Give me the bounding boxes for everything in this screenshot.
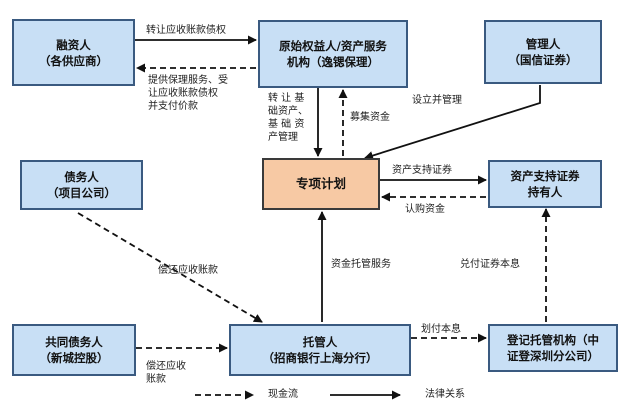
node-custodian: 托管人 （招商银行上海分行） [229, 324, 411, 376]
node-originator-line1: 原始权益人/资产服务 [279, 39, 387, 53]
label-factoring-line1: 提供保理服务、受 [148, 75, 228, 86]
label-transfer-assets-line4: 产管理 [268, 132, 298, 143]
label-transfer-assets-line2: 础资产、 [268, 106, 308, 117]
label-factoring-line3: 并支付价款 [148, 101, 198, 112]
node-registrar-line1: 登记托管机构（中 [507, 333, 599, 347]
node-spv-label: 专项计划 [295, 176, 346, 191]
node-originator-line2: 机构（逸锶保理） [287, 55, 379, 69]
arrow-repay-receivables [77, 212, 263, 323]
label-co-repay-line1: 偿还应收 [146, 361, 186, 372]
node-holder-line1: 资产支持证券 [510, 169, 580, 183]
node-debtor-line1: 债务人 [64, 170, 99, 184]
node-custodian-line2: （招商银行上海分行） [262, 351, 378, 365]
node-debtor: 债务人 （项目公司） [20, 160, 143, 210]
label-transfer-receivables: 转让应收账款债权 [146, 25, 226, 36]
label-transfer-assets-line1: 转 让 基 [268, 93, 305, 104]
label-transfer-assets-line3: 基 础 资 [268, 119, 305, 130]
label-abs-issue: 资产支持证券 [392, 165, 452, 176]
node-co-debtor-line2: （新城控股） [39, 351, 109, 365]
node-debtor-line2: （项目公司） [47, 186, 116, 200]
label-co-repay-line2: 账款 [146, 374, 166, 385]
label-repay-receivables: 偿还应收账款 [158, 265, 218, 276]
node-holder-line2: 持有人 [527, 185, 563, 199]
label-establish-manage: 设立并管理 [412, 95, 462, 106]
node-co-debtor-line1: 共同债务人 [45, 335, 103, 349]
arrow-establish-manage [364, 85, 541, 160]
node-registrar-line2: 证登深圳分公司） [507, 349, 599, 363]
label-subscribe: 认购资金 [405, 204, 445, 215]
node-co-debtor: 共同债务人 （新城控股） [12, 324, 136, 376]
label-factoring-service: 提供保理服务、受 让应收账款债权 并支付价款 [148, 74, 228, 113]
node-financier-line1: 融资人 [56, 37, 91, 52]
node-custodian-line1: 托管人 [302, 335, 338, 349]
node-holder: 资产支持证券 持有人 [488, 160, 602, 208]
node-manager-line2: （国信证券） [508, 53, 578, 67]
node-originator: 原始权益人/资产服务 机构（逸锶保理） [258, 20, 408, 88]
label-raise-funds: 募集资金 [350, 112, 390, 123]
legend-legal-relation-label: 法律关系 [425, 389, 465, 400]
node-spv: 专项计划 [262, 158, 380, 210]
label-factoring-line2: 让应收账款债权 [148, 88, 218, 99]
label-co-repay: 偿还应收 账款 [146, 360, 186, 386]
node-financier: 融资人 （各供应商） [12, 19, 135, 86]
label-transfer-assets: 转 让 基 础资产、 基 础 资 产管理 [268, 92, 308, 144]
node-registrar: 登记托管机构（中 证登深圳分公司） [488, 324, 618, 372]
legend-cash-flow-label: 现金流 [268, 389, 298, 400]
label-transfer-principal: 划付本息 [421, 324, 461, 335]
node-manager-line1: 管理人 [525, 37, 561, 51]
node-financier-line2: （各供应商） [39, 53, 108, 68]
node-manager: 管理人 （国信证券） [484, 20, 602, 84]
label-redeem: 兑付证券本息 [460, 259, 520, 270]
label-custody-service: 资金托管服务 [331, 259, 391, 270]
